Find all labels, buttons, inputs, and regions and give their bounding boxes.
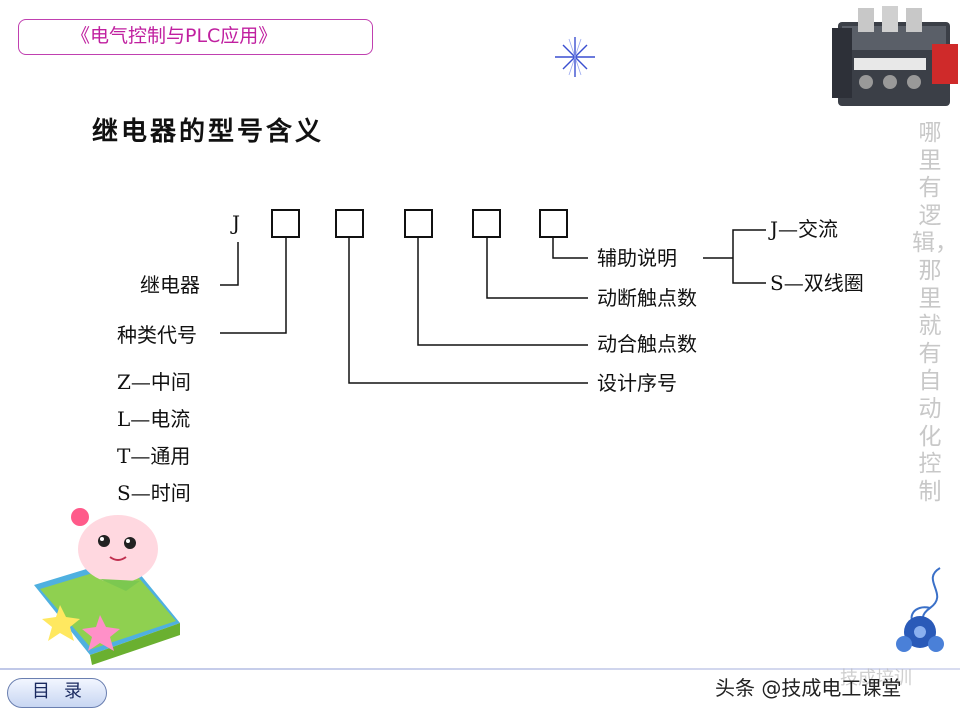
- aux-option-ac: J—交流: [770, 217, 839, 241]
- course-title-banner: 《电气控制与PLC应用》: [18, 19, 373, 55]
- bracket-aux-options: [732, 229, 766, 284]
- code-box-4: [472, 209, 501, 238]
- aux-option-dual-coil: S—双线圈: [770, 271, 864, 295]
- design-serial-label: 设计序号: [597, 371, 677, 395]
- code-box-2: [335, 209, 364, 238]
- code-box-1: [271, 209, 300, 238]
- leader-relay: [220, 242, 239, 286]
- relay-label: 继电器: [140, 273, 200, 297]
- break-contacts-label: 动断触点数: [597, 286, 697, 310]
- leader-aux: [552, 237, 588, 259]
- sparkle-icon: [555, 37, 595, 77]
- toutiao-watermark: 头条 @技成电工课堂: [715, 676, 902, 700]
- leader-type-code: [220, 237, 287, 334]
- make-contacts-label: 动合触点数: [597, 332, 697, 356]
- leader-break-contacts: [486, 237, 588, 299]
- slide-title: 继电器的型号含义: [92, 117, 325, 147]
- watermark-overlay: 技成培训: [840, 668, 912, 689]
- leader-make-contacts: [417, 237, 588, 346]
- type-option-l: L—电流: [117, 407, 191, 431]
- floral-ornament-image: [896, 567, 944, 652]
- type-code-label: 种类代号: [117, 323, 197, 347]
- thermal-relay-image: [832, 6, 958, 106]
- mascot-on-book-image: [34, 508, 180, 665]
- footer-divider: [0, 668, 960, 670]
- leader-design-serial: [348, 237, 588, 384]
- prefix-label: J: [232, 211, 241, 235]
- type-option-t: T—通用: [117, 444, 191, 468]
- type-option-z: Z—中间: [117, 370, 191, 394]
- aux-label: 辅助说明: [597, 246, 677, 270]
- table-of-contents-button[interactable]: 目录: [7, 678, 107, 708]
- code-box-5: [539, 209, 568, 238]
- side-slogan: 哪里有逻辑，那里就有自动化控制: [912, 120, 958, 505]
- type-option-s: S—时间: [117, 481, 191, 505]
- code-box-3: [404, 209, 433, 238]
